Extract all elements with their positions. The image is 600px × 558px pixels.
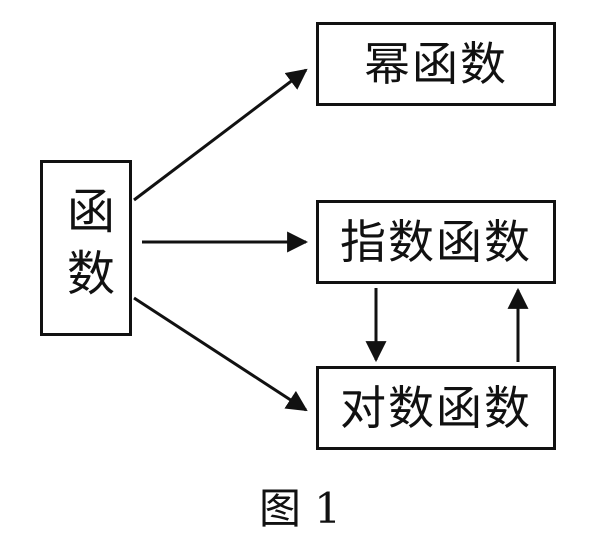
arrow-root-to-logarithmic — [133, 296, 308, 412]
node-logarithmic-label: 对数函数 — [340, 381, 532, 435]
node-exponential-label: 指数函数 — [340, 215, 532, 269]
root-node-function: 函数 — [40, 160, 132, 336]
node-logarithmic-function: 对数函数 — [316, 366, 556, 450]
figure-caption: 图 1 — [258, 484, 342, 533]
node-power-label: 幂函数 — [364, 37, 508, 91]
arrow-root-to-power — [133, 68, 308, 202]
node-exponential-function: 指数函数 — [316, 200, 556, 284]
root-node-label: 函数 — [58, 186, 114, 310]
node-power-function: 幂函数 — [316, 22, 556, 106]
